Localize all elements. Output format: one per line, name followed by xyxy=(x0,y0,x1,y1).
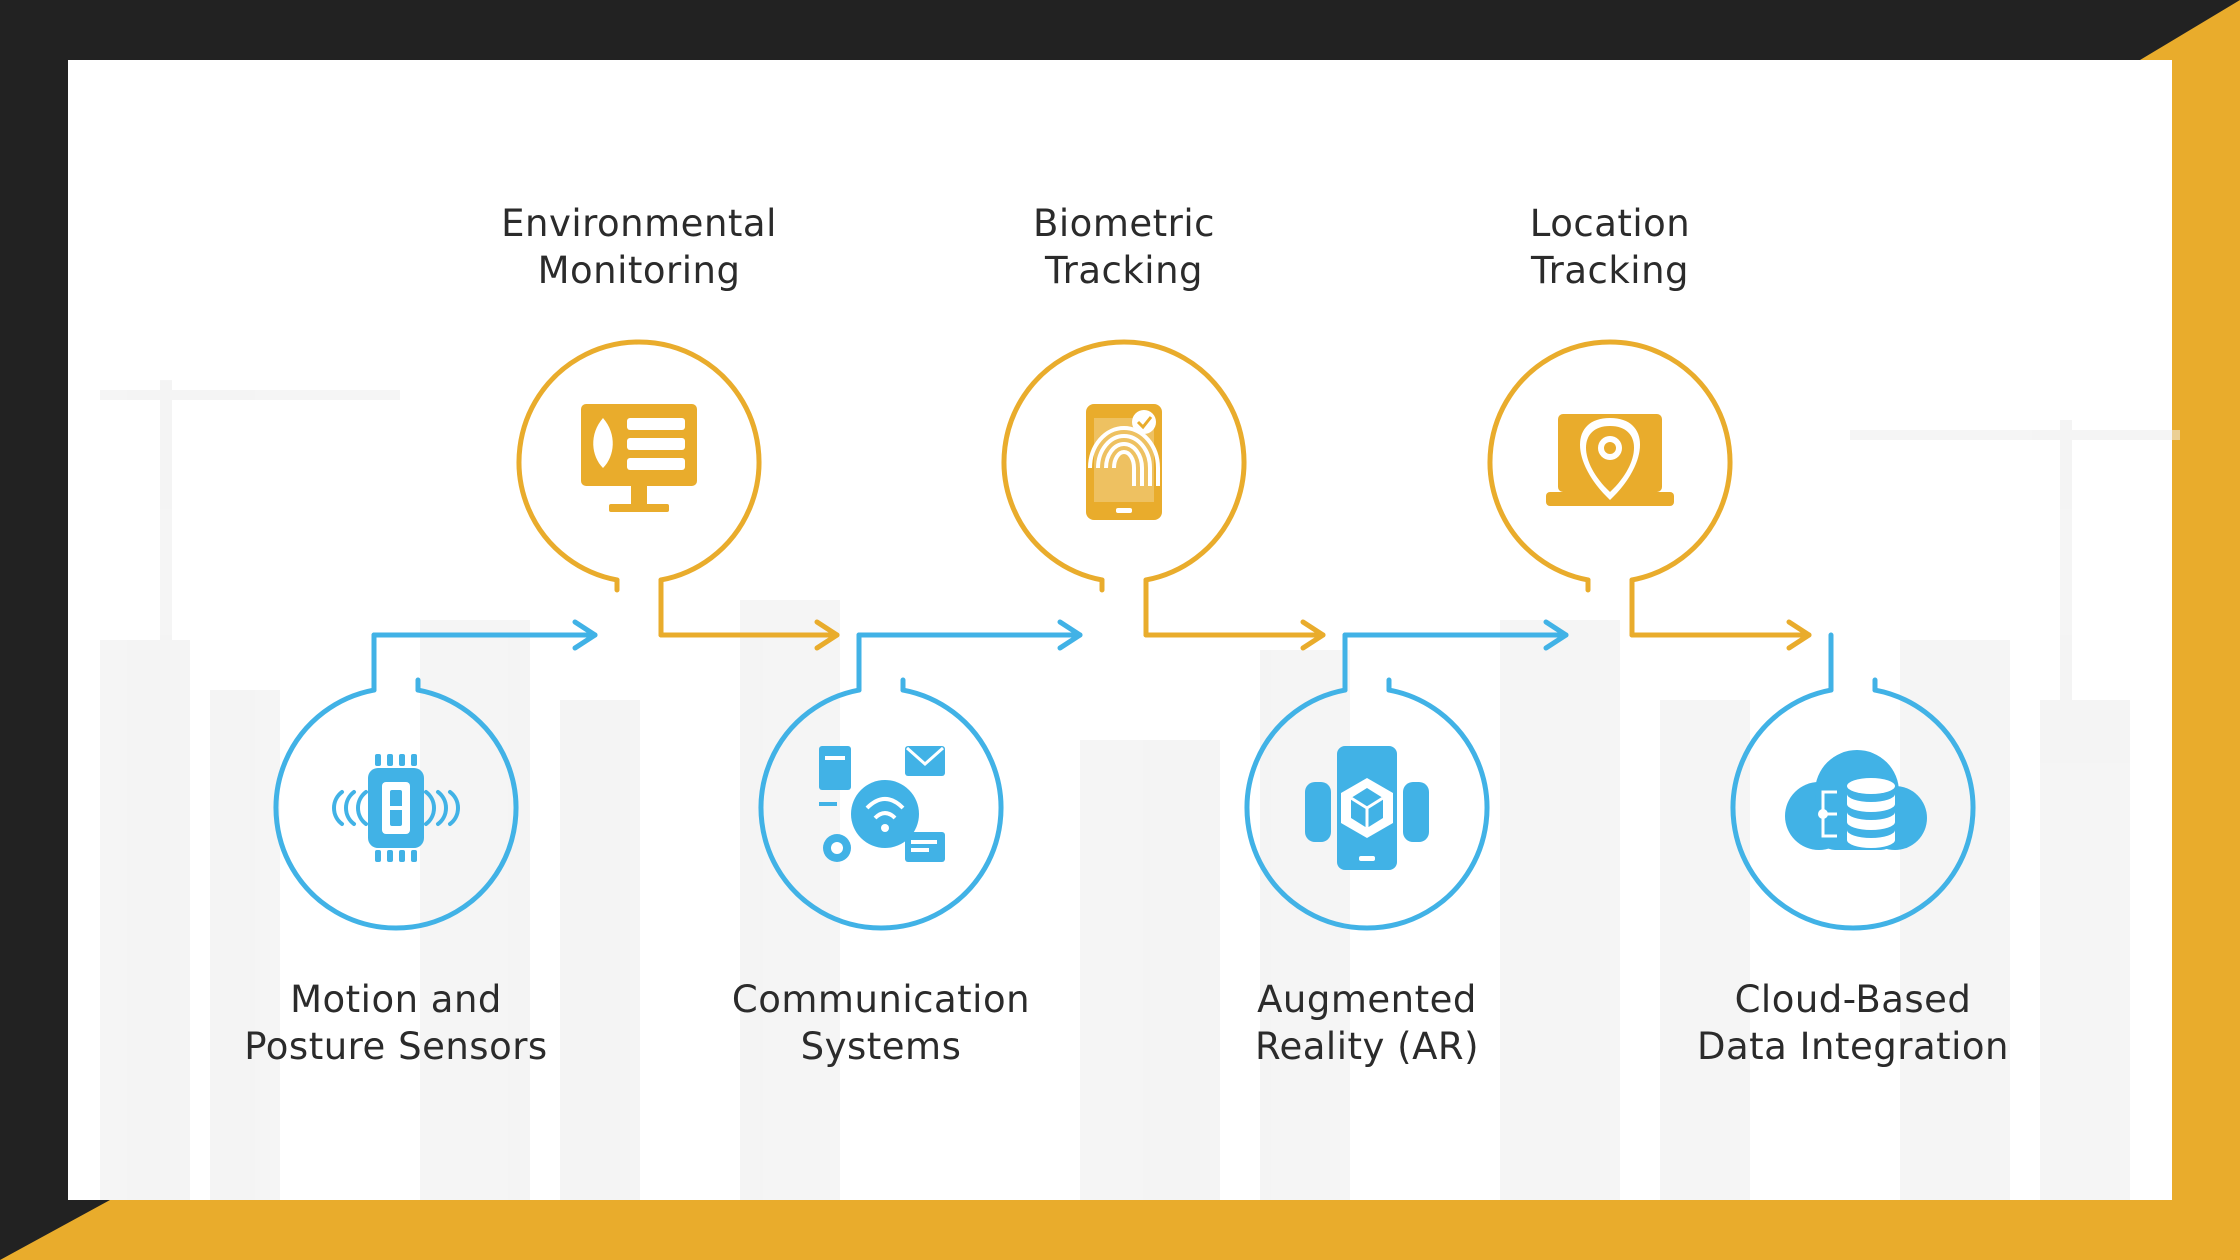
step-ring xyxy=(1244,687,1490,931)
step-ring xyxy=(516,339,762,583)
step-label-1: Motion and Posture Sensors xyxy=(244,978,548,1068)
cloud-database-icon xyxy=(1785,750,1927,850)
process-step-2 xyxy=(516,339,840,651)
environment-monitor-icon xyxy=(581,404,697,512)
step-connector xyxy=(856,632,906,693)
step-ring xyxy=(1730,687,1976,931)
flow-arrow-4 xyxy=(1143,619,1326,651)
step-connector xyxy=(1099,577,1149,638)
step-ring xyxy=(1487,339,1733,583)
process-step-4 xyxy=(1001,339,1326,651)
frame-accent-top-right xyxy=(2140,0,2240,1260)
flow-arrow-2 xyxy=(658,619,840,651)
motion-sensor-chip-icon xyxy=(332,754,460,862)
step-connector xyxy=(1828,632,1878,693)
fingerprint-phone-icon xyxy=(1086,404,1162,520)
process-step-7 xyxy=(1730,632,1976,931)
step-label-6: Location Tracking xyxy=(1529,202,1691,292)
frame-accent-bottom xyxy=(0,1200,2240,1260)
step-connector xyxy=(1342,632,1392,693)
flow-arrow-6 xyxy=(1629,619,1812,651)
process-step-1 xyxy=(273,619,598,931)
step-connector xyxy=(371,632,421,693)
step-label-5: Augmented Reality (AR) xyxy=(1254,978,1480,1068)
flow-arrow-1 xyxy=(371,619,598,651)
process-step-6 xyxy=(1487,339,1812,651)
step-connector xyxy=(1585,577,1635,638)
step-ring xyxy=(758,687,1004,931)
communication-network-icon xyxy=(819,746,945,862)
process-step-3 xyxy=(758,619,1083,931)
step-label-3: Communication Systems xyxy=(731,978,1031,1068)
step-label-4: Biometric Tracking xyxy=(1033,202,1215,292)
flow-arrow-5 xyxy=(1342,619,1569,651)
process-step-5 xyxy=(1244,619,1569,931)
location-laptop-icon xyxy=(1546,414,1674,506)
step-label-2: Environmental Monitoring xyxy=(501,202,777,292)
flow-arrow-3 xyxy=(856,619,1083,651)
step-connector xyxy=(614,577,664,638)
step-ring xyxy=(273,687,519,931)
background-city-silhouette xyxy=(100,380,2180,1200)
step-ring xyxy=(1001,339,1247,583)
ar-phone-cube-icon xyxy=(1305,746,1429,870)
step-label-7: Cloud-Based Data Integration xyxy=(1697,978,2009,1068)
